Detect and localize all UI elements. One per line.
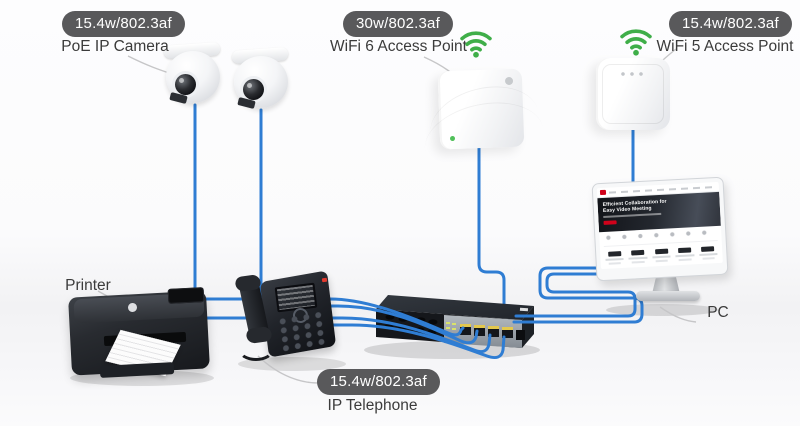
camera-lens bbox=[175, 74, 196, 95]
pc-label: PC bbox=[707, 304, 729, 321]
pc-monitor: Efficient Collaboration for Easy Video M… bbox=[591, 176, 734, 312]
ap-status-leds bbox=[621, 72, 645, 76]
wifi6-access-point bbox=[417, 68, 551, 187]
webpage-cta-button bbox=[603, 220, 617, 225]
product-card bbox=[674, 245, 695, 262]
ip-telephone-label: IP Telephone bbox=[327, 397, 418, 414]
product-card bbox=[651, 246, 672, 263]
cable-wifi5-ap-to-switch bbox=[514, 272, 637, 318]
printer-label: Printer bbox=[65, 277, 111, 294]
poe-camera-power-badge: 15.4w/802.3af bbox=[62, 11, 185, 37]
switch-top-face bbox=[376, 295, 534, 320]
phone-message-led bbox=[321, 277, 328, 283]
ip-telephone-power-badge: 15.4w/802.3af bbox=[317, 369, 440, 395]
printer bbox=[68, 286, 212, 382]
webpage-headline: Efficient Collaboration for Easy Video M… bbox=[602, 198, 667, 214]
cable-pc-to-switch bbox=[512, 266, 644, 324]
wifi-icon bbox=[620, 29, 652, 56]
webpage-hero-banner: Efficient Collaboration for Easy Video M… bbox=[597, 191, 721, 233]
cable-phone-to-switch bbox=[320, 323, 506, 359]
wifi6-ap-label: WiFi 6 Access Point bbox=[330, 38, 467, 55]
leader-line-ip-telephone bbox=[257, 355, 319, 384]
webpage-subtext bbox=[603, 212, 662, 218]
poe-ip-camera-1 bbox=[158, 42, 234, 110]
ip-telephone bbox=[236, 270, 338, 364]
wifi5-ap-label: WiFi 5 Access Point bbox=[656, 38, 794, 55]
switch-uplink-port bbox=[516, 330, 525, 340]
monitor-frame: Efficient Collaboration for Easy Video M… bbox=[591, 176, 729, 282]
wifi5-access-point bbox=[596, 58, 670, 130]
monitor-base bbox=[636, 291, 700, 301]
switch-status-leds bbox=[446, 322, 456, 330]
poe-ip-camera-2 bbox=[226, 47, 302, 115]
leader-line-pc bbox=[659, 306, 697, 323]
cable-wifi6-ap-to-switch bbox=[477, 124, 506, 314]
phone-cord bbox=[238, 338, 274, 361]
product-card bbox=[627, 248, 648, 265]
monitor-screen: Efficient Collaboration for Easy Video M… bbox=[596, 181, 723, 270]
wifi6-ap-power-badge: 30w/802.3af bbox=[343, 11, 453, 37]
switch-logo bbox=[519, 307, 529, 312]
printer-control-panel bbox=[167, 287, 205, 304]
wifi-icon bbox=[460, 31, 492, 58]
product-card bbox=[698, 244, 719, 261]
shadow-phone bbox=[238, 357, 346, 371]
ap-face-ring bbox=[602, 64, 664, 124]
product-card bbox=[604, 249, 625, 266]
camera-lens bbox=[243, 79, 264, 100]
webpage-logo bbox=[599, 189, 607, 196]
poe-camera-label: PoE IP Camera bbox=[61, 38, 169, 55]
poe-switch bbox=[376, 295, 534, 348]
wifi5-ap-power-badge: 15.4w/802.3af bbox=[669, 11, 792, 37]
ap-logo bbox=[504, 76, 514, 86]
switch-rj45-ports bbox=[460, 324, 513, 338]
